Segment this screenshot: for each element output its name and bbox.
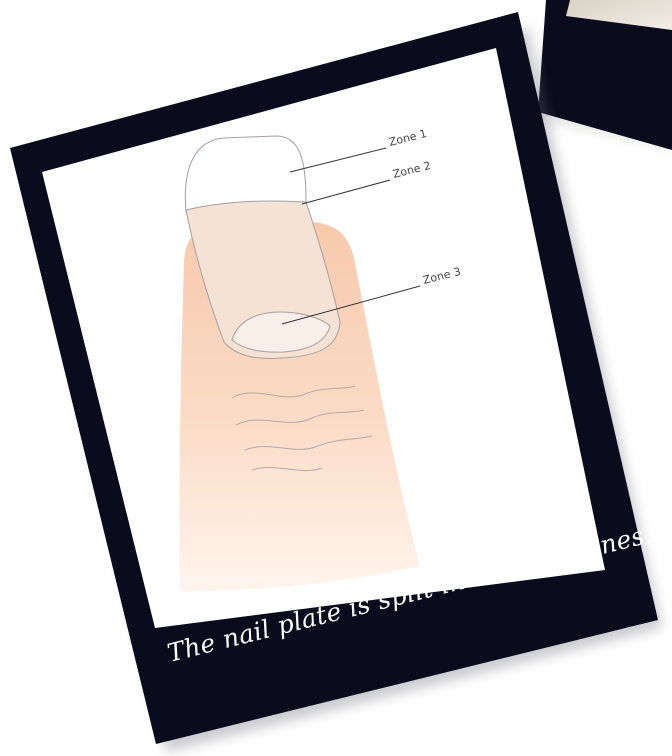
back-polaroid (530, 0, 672, 150)
nail-free-edge (185, 136, 306, 212)
